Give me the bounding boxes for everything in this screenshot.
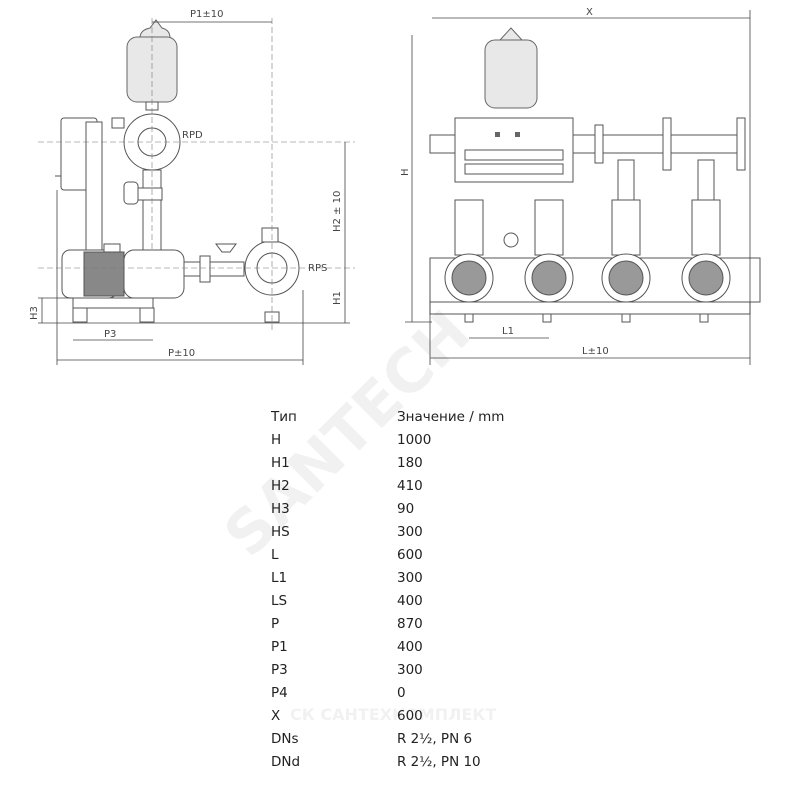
row-value: 410	[397, 478, 423, 494]
row-value: R 2½, PN 10	[397, 754, 481, 770]
table-row: P3 300	[271, 659, 504, 682]
rpd-label: RPD	[182, 130, 203, 141]
row-key: DNd	[271, 754, 301, 770]
rps-label: RPS	[308, 263, 327, 274]
table-row: H 1000	[271, 429, 504, 452]
dim-h-label: H	[400, 168, 411, 176]
row-key: HS	[271, 524, 290, 540]
row-key: P3	[271, 662, 288, 678]
table-row: LS 400	[271, 590, 504, 613]
row-value: 300	[397, 570, 423, 586]
row-value: 400	[397, 639, 423, 655]
header-type: Тип	[271, 409, 297, 425]
row-key: DNs	[271, 731, 299, 747]
technical-drawing: P1±10 RPD RPS H2 ± 10 H1 H3 P3 P±10	[29, 7, 761, 365]
row-value: 180	[397, 455, 423, 471]
row-value: 300	[397, 524, 423, 540]
row-key: H1	[271, 455, 290, 471]
dim-h3-label: H3	[29, 306, 40, 320]
row-key: LS	[271, 593, 288, 609]
table-row: P4 0	[271, 682, 504, 705]
row-value: R 2½, PN 6	[397, 731, 473, 747]
dim-x-label: X	[586, 7, 593, 18]
table-row: P1 400	[271, 636, 504, 659]
row-key: P	[271, 616, 280, 632]
dim-p1-label: P1±10	[190, 9, 224, 20]
table-row: L 600	[271, 544, 504, 567]
table-row: DNs R 2½, PN 6	[271, 728, 504, 751]
row-value: 870	[397, 616, 423, 632]
table-row: H1 180	[271, 452, 504, 475]
pump-body	[123, 249, 185, 299]
row-key: L	[271, 547, 279, 563]
row-value: 600	[397, 708, 423, 724]
table-row: H2 410	[271, 475, 504, 498]
row-value: 600	[397, 547, 423, 563]
dim-p3-label: P3	[104, 329, 116, 340]
table-row: HS 300	[271, 521, 504, 544]
row-value: 300	[397, 662, 423, 678]
row-value: 400	[397, 593, 423, 609]
dim-p-label: P±10	[168, 348, 195, 359]
row-value: 90	[397, 501, 415, 517]
expansion-tank-front	[484, 39, 538, 109]
side-view: P1±10 RPD RPS H2 ± 10 H1 H3 P3 P±10	[29, 9, 355, 365]
front-view: X H L1 L±10	[400, 7, 761, 365]
table-row: L1 300	[271, 567, 504, 590]
row-key: H	[271, 432, 282, 448]
table-header-row: Тип Значение / mm	[271, 406, 504, 429]
dim-h2-label: H2 ± 10	[332, 191, 343, 232]
row-key: P1	[271, 639, 288, 655]
row-key: H3	[271, 501, 290, 517]
base-frame	[429, 301, 751, 315]
row-key: X	[271, 708, 281, 724]
row-key: H2	[271, 478, 290, 494]
row-key: P4	[271, 685, 288, 701]
table-row: DNd R 2½, PN 10	[271, 751, 504, 774]
dim-h1-label: H1	[332, 291, 343, 305]
table-row: P 870	[271, 613, 504, 636]
row-key: L1	[271, 570, 288, 586]
dim-l-label: L±10	[582, 346, 609, 357]
row-value: 0	[397, 685, 406, 701]
dim-l1-label: L1	[502, 326, 514, 337]
table-row: H3 90	[271, 498, 504, 521]
table-row: X 600	[271, 705, 504, 728]
row-value: 1000	[397, 432, 432, 448]
header-value: Значение / mm	[397, 409, 505, 425]
